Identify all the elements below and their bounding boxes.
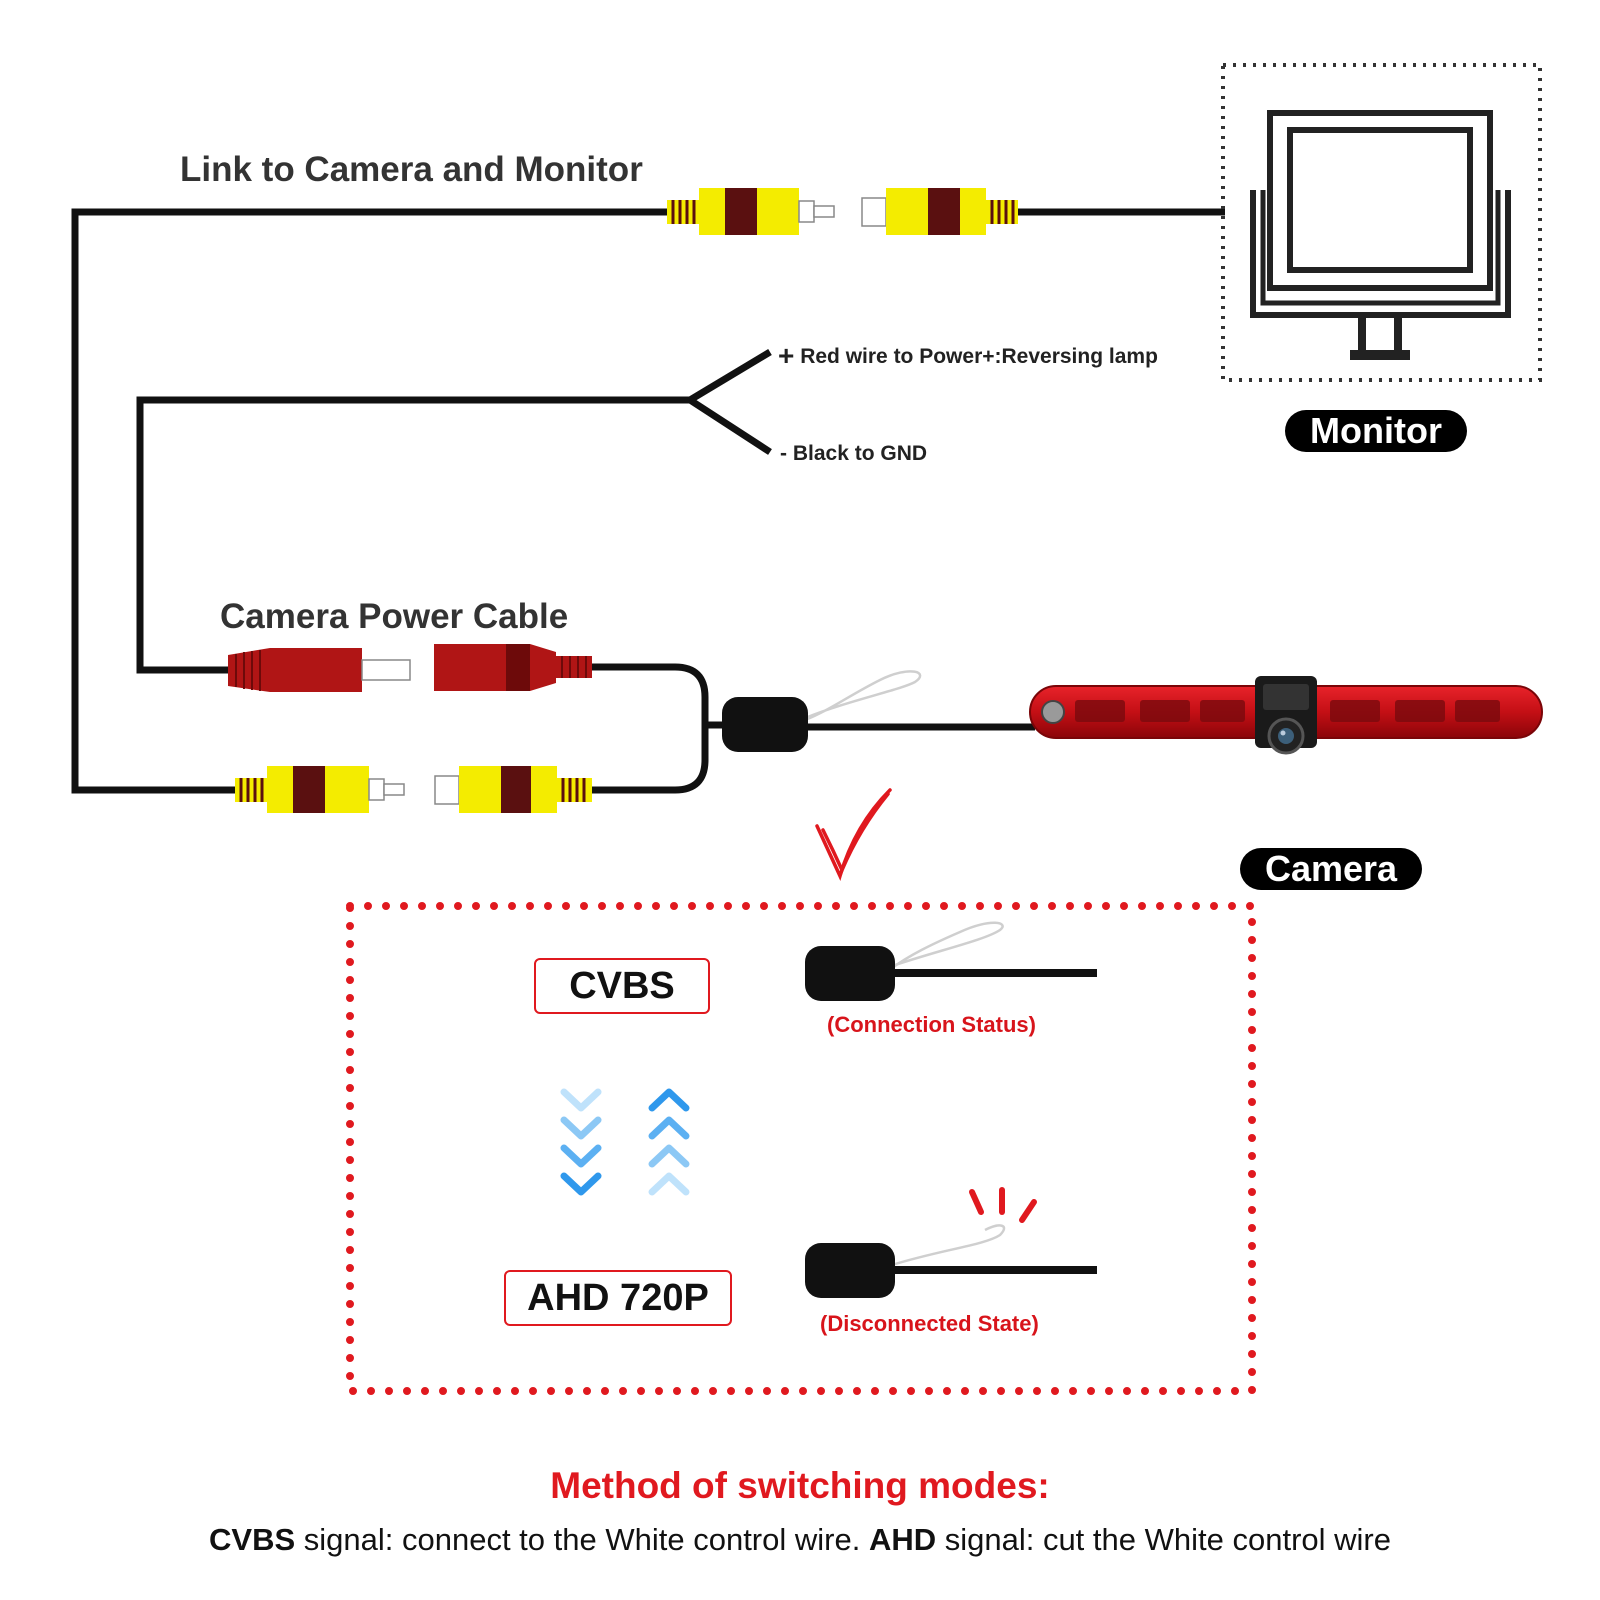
monitor-icon xyxy=(1221,63,1542,382)
mode-switch-panel xyxy=(346,902,1256,1395)
ahd-mode-label: AHD 720P xyxy=(504,1270,732,1326)
black-wire-label: - Black to GND xyxy=(780,442,927,466)
mode-control-box xyxy=(722,670,922,752)
red-power-wire xyxy=(688,348,772,404)
disconnected-control-icon xyxy=(805,1224,1097,1298)
link-label: Link to Camera and Monitor xyxy=(180,150,643,189)
power-cable-loop xyxy=(136,396,690,674)
cvbs-keyword: CVBS xyxy=(209,1522,296,1557)
monitor-label: Monitor xyxy=(1285,410,1467,452)
power-cable-label: Camera Power Cable xyxy=(220,597,569,636)
power-connector-male xyxy=(228,648,411,692)
brake-light-camera-icon xyxy=(1029,676,1543,755)
spark-icon xyxy=(969,1187,1037,1223)
black-wire-text: Black to GND xyxy=(792,442,928,465)
cable-network xyxy=(71,208,1225,794)
red-wire-label: + Red wire to Power+:Reversing lamp xyxy=(778,340,1158,372)
plus-sign: + xyxy=(778,340,795,371)
method-description: CVBS signal: connect to the White contro… xyxy=(0,1522,1600,1558)
ahd-keyword: AHD xyxy=(868,1522,937,1557)
connected-control-icon xyxy=(805,921,1097,1001)
check-icon xyxy=(815,788,892,881)
ahd-instruction: signal: cut the White control wire xyxy=(936,1522,1391,1557)
rca-male-top xyxy=(667,188,835,235)
disconnected-state-label: (Disconnected State) xyxy=(820,1311,1039,1336)
method-title: Method of switching modes: xyxy=(550,1465,1050,1506)
connection-status-label: (Connection Status) xyxy=(827,1012,1036,1037)
black-ground-wire xyxy=(688,397,772,455)
power-connector-female xyxy=(434,644,592,691)
rca-female-top xyxy=(861,188,1018,235)
chevrons-down-icon xyxy=(560,1088,602,1196)
rca-male-bottom xyxy=(235,766,405,813)
rca-female-bottom xyxy=(434,766,592,813)
camera-label: Camera xyxy=(1240,848,1422,890)
red-wire-text: Red wire to Power+:Reversing lamp xyxy=(800,345,1158,368)
minus-sign: - xyxy=(780,442,787,465)
cvbs-instruction: signal: connect to the White control wir… xyxy=(295,1522,869,1557)
chevrons-up-icon xyxy=(648,1088,690,1196)
cvbs-mode-label: CVBS xyxy=(534,958,710,1014)
video-cable-outer xyxy=(71,208,667,794)
camera-power-cable xyxy=(592,663,709,794)
